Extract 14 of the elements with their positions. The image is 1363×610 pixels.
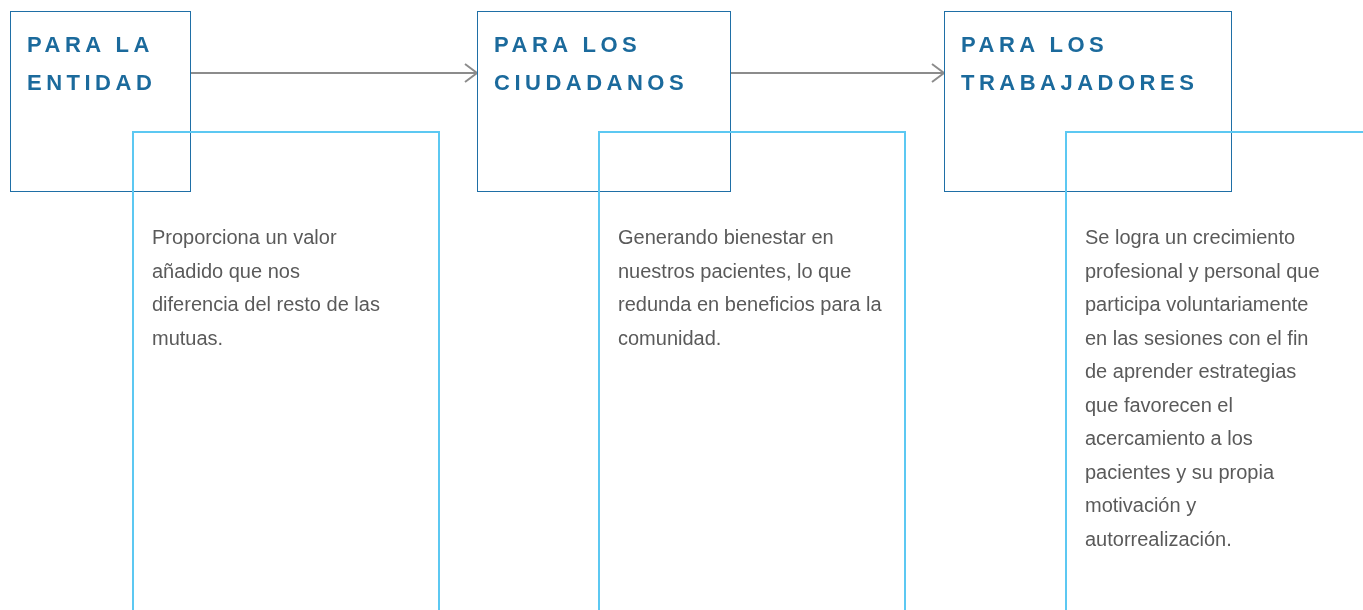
heading-box bbox=[10, 11, 191, 192]
description-box bbox=[598, 131, 906, 610]
description-text: Generando bienestar en nuestros pacientes, lo que redunda en beneficios para la comunidad. bbox=[618, 225, 883, 351]
description-box bbox=[132, 131, 440, 610]
heading-text: PARA LOS CIUDADANOS bbox=[494, 31, 690, 97]
arrow bbox=[730, 63, 945, 83]
heading-text: PARA LOS TRABAJADORES bbox=[961, 31, 1200, 97]
description-box bbox=[1065, 131, 1363, 610]
description-text: Se logra un crecimiento profesional y personal que participa voluntariamente en las sesiones con el fin de aprender estrategias que favorecen el acercamiento a los pacientes y su propia motivación y autorrealización. bbox=[1085, 225, 1321, 552]
heading-box bbox=[944, 11, 1232, 192]
description-text: Proporciona un valor añadido que nos diferencia del resto de las mutuas. bbox=[152, 225, 381, 351]
heading-text: PARA LA ENTIDAD bbox=[27, 31, 158, 97]
arrow bbox=[190, 63, 478, 83]
heading-box bbox=[477, 11, 731, 192]
